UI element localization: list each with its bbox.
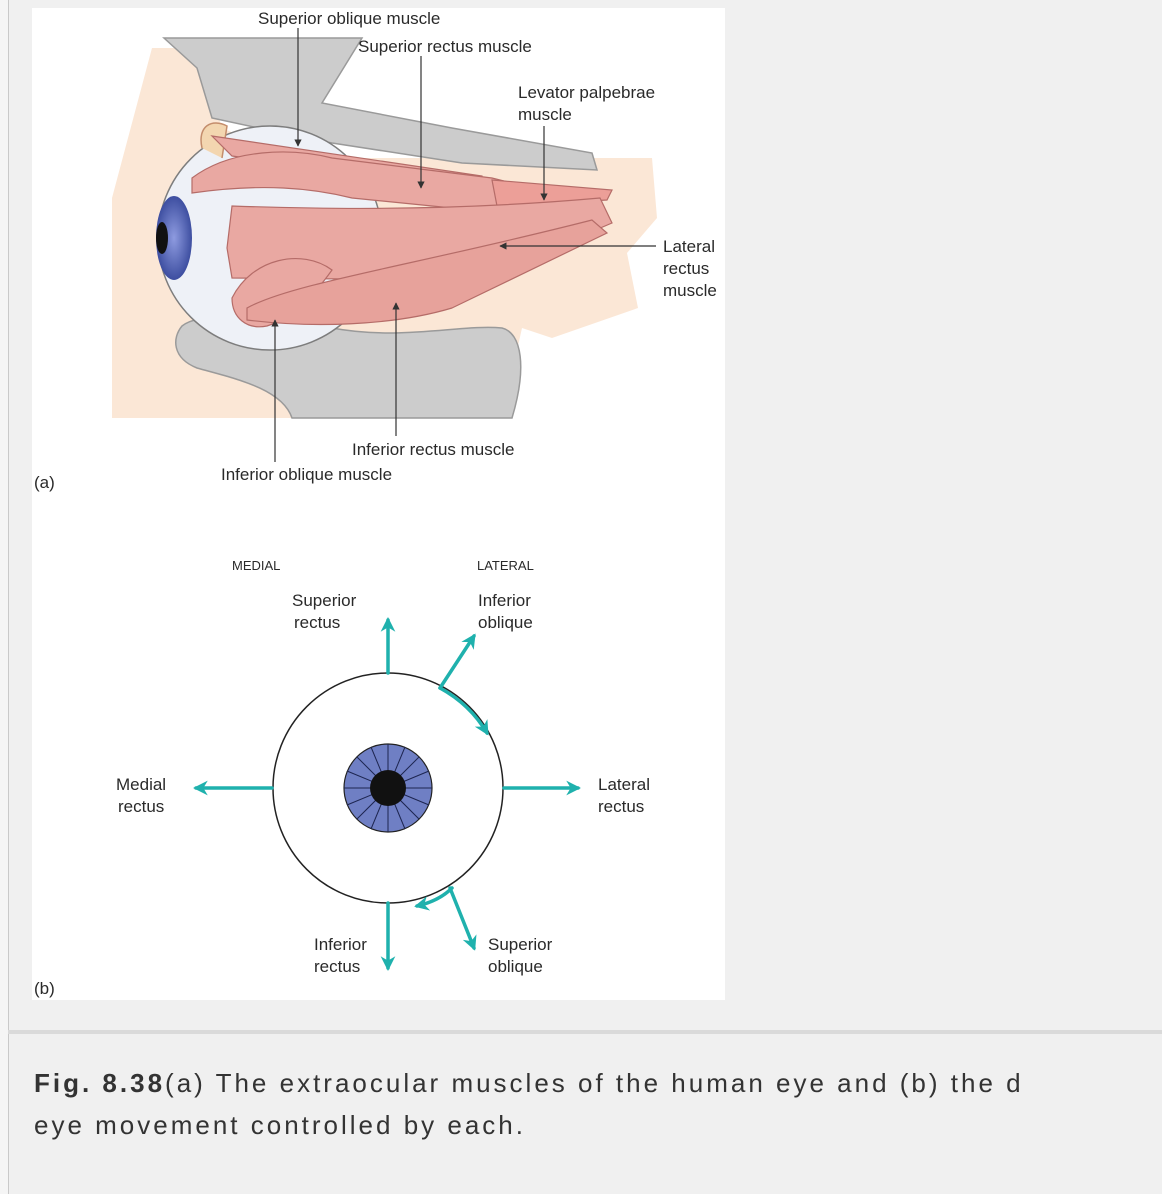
caption-line-2: eye movement controlled by each. bbox=[34, 1104, 1154, 1146]
figure-panel: Superior oblique muscle Superior rectus … bbox=[32, 8, 725, 1000]
label-medial-rectus-2: rectus bbox=[118, 797, 164, 816]
label-levator-line1: Levator palpebrae bbox=[518, 83, 655, 102]
label-inferior-oblique-2: oblique bbox=[478, 613, 533, 632]
label-medial-direction: MEDIAL bbox=[232, 558, 280, 573]
label-superior-rectus-2: rectus bbox=[294, 613, 340, 632]
pupil bbox=[156, 222, 168, 254]
caption-figure-label: Fig. 8.38 bbox=[34, 1068, 165, 1098]
label-inferior-oblique-1: Inferior bbox=[478, 591, 531, 610]
label-lateral-line3: muscle bbox=[663, 281, 717, 300]
label-medial-rectus-1: Medial bbox=[116, 775, 166, 794]
panel-b-diagram: MEDIAL LATERAL Superior rectus Inf bbox=[34, 558, 650, 998]
panel-a-tag: (a) bbox=[34, 473, 55, 492]
pupil-b bbox=[370, 770, 406, 806]
caption-line-1: (a) The extraocular muscles of the human… bbox=[165, 1068, 1024, 1098]
arrow-superior-oblique bbox=[450, 888, 474, 948]
label-levator-line2: muscle bbox=[518, 105, 572, 124]
label-superior-rectus-1: Superior bbox=[292, 591, 357, 610]
label-superior-rectus-muscle: Superior rectus muscle bbox=[358, 37, 532, 56]
label-inferior-rectus-1: Inferior bbox=[314, 935, 367, 954]
label-superior-oblique-2: oblique bbox=[488, 957, 543, 976]
label-inferior-rectus-muscle: Inferior rectus muscle bbox=[352, 440, 515, 459]
left-border bbox=[0, 0, 9, 1194]
label-lateral-direction: LATERAL bbox=[477, 558, 534, 573]
panel-a-illustration: Superior oblique muscle Superior rectus … bbox=[34, 9, 717, 492]
label-superior-oblique-muscle: Superior oblique muscle bbox=[258, 9, 440, 28]
label-inferior-oblique-muscle: Inferior oblique muscle bbox=[221, 465, 392, 484]
figure-caption: Fig. 8.38(a) The extraocular muscles of … bbox=[34, 1062, 1154, 1146]
label-lateral-line1: Lateral bbox=[663, 237, 715, 256]
label-superior-oblique-1: Superior bbox=[488, 935, 553, 954]
label-lateral-rectus-1: Lateral bbox=[598, 775, 650, 794]
arrow-inferior-oblique bbox=[440, 636, 474, 688]
label-inferior-rectus-2: rectus bbox=[314, 957, 360, 976]
label-lateral-line2: rectus bbox=[663, 259, 709, 278]
panel-b-tag: (b) bbox=[34, 979, 55, 998]
extraocular-muscles-figure: Superior oblique muscle Superior rectus … bbox=[32, 8, 725, 1000]
label-lateral-rectus-2: rectus bbox=[598, 797, 644, 816]
caption-divider bbox=[8, 1030, 1162, 1034]
